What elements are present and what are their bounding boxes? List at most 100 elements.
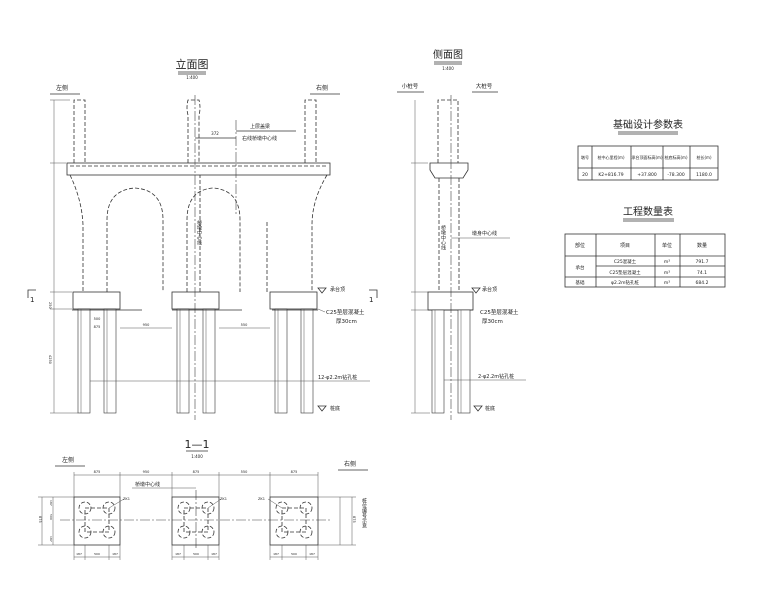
leader-line (317, 308, 326, 313)
section-arrow-left (27, 289, 36, 298)
elevation-title: 立面图 (176, 57, 209, 71)
param-header-2: 承台顶面标高(m) (631, 154, 662, 160)
qty-header-0: 部位 (575, 242, 585, 249)
qty-cell: 承台 (576, 264, 585, 271)
cap-beam (66, 162, 331, 176)
elevation-pile-spacing-dim: 500 (94, 317, 101, 321)
footing-right (269, 291, 318, 414)
plan-top-dim-chain (73, 472, 319, 497)
pier-body-left-edge (69, 174, 84, 292)
qty-cell: 684.2 (696, 280, 709, 286)
plan-left-label: 左侧 (62, 456, 74, 464)
qty-cell: m³ (664, 280, 670, 286)
side-pile-bottom-label: 桩底 (485, 405, 495, 412)
side-cap-beam (429, 162, 469, 179)
plan-pile-tag: ZK1 (258, 497, 265, 501)
plan-subdim: 187 (175, 552, 181, 556)
leader-line (108, 498, 125, 509)
elevation-cap-top-label: 承台顶 (330, 286, 345, 293)
quantity-table: 工程数量表 部位 项目 单位 数量 承台 C25混凝土 m³ 791.7 C25… (564, 205, 726, 288)
side-pier-axis-label: 桥墩中心线 (440, 224, 446, 250)
qty-cell: 74.1 (697, 270, 707, 276)
side-cap-top-label: 承台顶 (482, 286, 497, 293)
elevation-pile-bottom-label: 桩底 (330, 405, 340, 412)
elevation-pile-length-dim: 4250 (48, 355, 52, 364)
qty-cell: m³ (664, 259, 670, 265)
qty-cell: φ2.2m钻孔桩 (611, 279, 640, 286)
qty-header-1: 项目 (620, 243, 630, 249)
plan-subdim: 187 (273, 552, 279, 556)
arch-left (106, 187, 164, 292)
plan-subdim: 500 (193, 552, 199, 556)
plan-bottom-dims: 187 500 187 187 500 187 187 500 187 (73, 545, 319, 560)
qty-cell: C25混凝土 (614, 258, 637, 265)
quantity-table-title: 工程数量表 (623, 205, 673, 218)
param-cell: 1180.0 (696, 172, 712, 178)
plan-vdim: 875 (38, 516, 42, 523)
side-left-label: 小桩号 (402, 82, 419, 90)
side-cushion-label: C25垫层混凝土 (480, 308, 519, 316)
elevation-centerline-label: 右线桥墩中心线 (242, 135, 277, 142)
side-scale: 1:400 (442, 66, 454, 71)
plan-pile-tag: ZK1 (123, 497, 130, 501)
elevation-right-label: 右侧 (316, 84, 328, 92)
side-shaft (438, 178, 460, 292)
elevation-cap-width-dim: 875 (94, 325, 101, 329)
qty-cell: 基础 (576, 279, 585, 286)
plan-subdim: 187 (211, 552, 217, 556)
elevation-left-label: 左侧 (56, 84, 68, 92)
side-marker-icon (471, 287, 481, 294)
elevation-cap-height-dim: 250 (48, 302, 52, 309)
elevation-cushion-thickness: 厚30cm (336, 318, 357, 325)
plan-dim: 950 (143, 470, 150, 474)
qty-cell: 791.7 (696, 259, 709, 265)
plan-left-vertical-dims (38, 496, 74, 546)
section-mark-left: 1 (30, 296, 34, 304)
plan-centerline-label: 桥墩中心线 (135, 481, 160, 488)
elevation-piles-label: 12-φ2.2m钻孔桩 (318, 374, 357, 381)
pier-body-right-edge (311, 174, 328, 292)
side-shaft-label: 墩身中心线 (472, 230, 497, 237)
elevation-scale: 1:400 (186, 75, 198, 80)
section-mark-right: 1 (369, 296, 373, 304)
side-footing (427, 291, 474, 414)
side-cushion-thickness: 厚30cm (482, 318, 503, 325)
elevation-marker-icon (317, 287, 327, 294)
plan-dim: 875 (94, 470, 101, 474)
plan-dim: 875 (291, 470, 298, 474)
column-left (73, 99, 86, 163)
elevation-gap1-dim: 950 (143, 323, 150, 327)
plan-vdim: 500 (49, 514, 53, 520)
param-table: 基础设计参数表 墩号 桩中心里程(m) 承台顶面标高(m) 桩底标高(m) 桩长… (577, 118, 719, 181)
side-view: 侧面图 1:400 小桩号 大桩号 桥墩中心线 墩身中心线 承台顶 C25垫层 (397, 48, 526, 420)
plan-cap-right (269, 496, 319, 546)
elevation-left-dim-chain (50, 99, 78, 414)
param-table-title: 基础设计参数表 (613, 118, 683, 131)
plan-dim: 875 (193, 470, 200, 474)
qty-cell: m³ (664, 270, 670, 276)
param-cell: -78.300 (667, 172, 685, 178)
quantity-table-grid (564, 233, 726, 288)
plan-view: 1—1 1:400 左侧 右侧 875 950 875 550 875 桥墩中心… (38, 438, 368, 560)
param-header-3: 桩底标高(m) (664, 154, 687, 160)
side-column (437, 99, 459, 163)
plan-side-note: 桩位编号示意 (361, 497, 367, 528)
qty-cell: C25垫层混凝土 (609, 269, 641, 276)
param-header-4: 桩长(m) (696, 154, 711, 160)
footing-left (72, 291, 121, 414)
plan-right-label: 右侧 (344, 460, 356, 468)
side-marker-icon (473, 405, 483, 412)
column-middle (186, 99, 201, 163)
param-cell: K2+816.79 (598, 172, 623, 178)
section-arrow-right (369, 289, 378, 298)
column-right (304, 99, 317, 163)
leader-line (267, 498, 283, 509)
plan-right-vertical-dims (318, 496, 356, 546)
elevation-gap2-dim: 550 (241, 323, 248, 327)
side-piles-label: 2-φ2.2m钻孔桩 (478, 373, 514, 380)
param-header-0: 墩号 (581, 154, 589, 160)
plan-scale: 1:400 (191, 454, 203, 459)
side-right-label: 大桩号 (476, 82, 493, 90)
param-table-grid (577, 145, 719, 181)
